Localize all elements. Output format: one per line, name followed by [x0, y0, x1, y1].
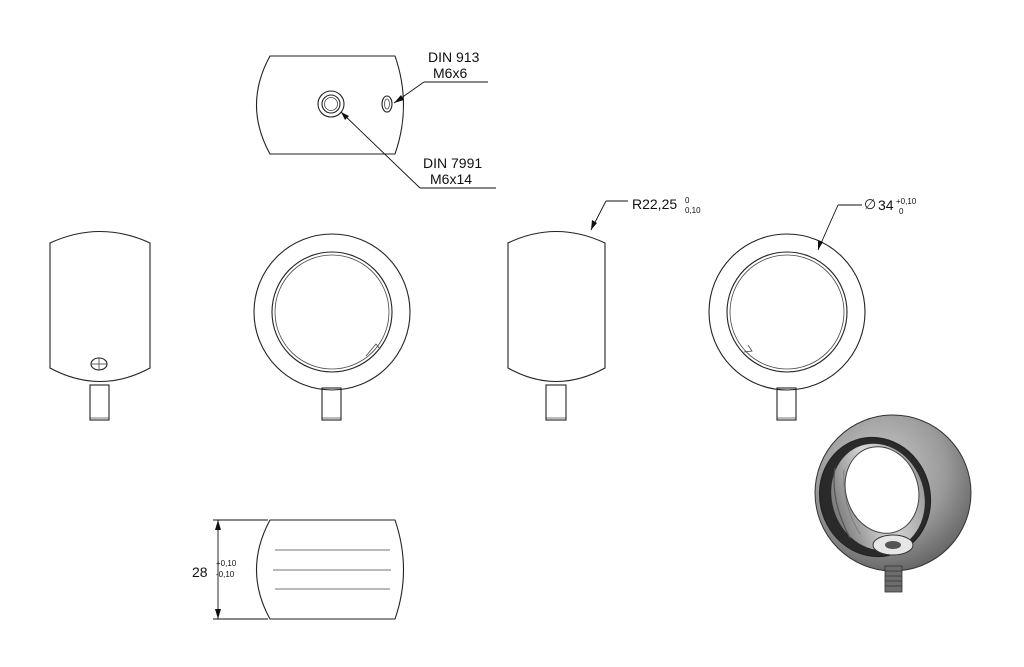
radius-label: R22,25 [632, 196, 677, 212]
set-screw-symbol [381, 95, 393, 113]
din913-label: DIN 913 [428, 49, 480, 65]
radius-tol-lower: 0,10 [685, 206, 701, 215]
countersunk-screw-symbol [317, 90, 345, 118]
front-view-right [708, 204, 866, 421]
diameter-tol-lower: 0 [899, 207, 904, 216]
front-view [253, 233, 411, 421]
width-tol-lower: -0,10 [216, 570, 235, 579]
bottom-view [213, 519, 404, 620]
side-view-right [507, 200, 628, 421]
width-label: 28 [192, 564, 208, 580]
din913-size-label: M6x6 [433, 65, 467, 81]
side-view-left [49, 231, 151, 421]
diameter-symbol: ∅ [864, 196, 876, 212]
diameter-tol-upper: +0,10 [896, 197, 917, 206]
isometric-ball-render [814, 414, 972, 593]
radius-tol-upper: 0 [685, 196, 690, 205]
din7991-size-label: M6x14 [430, 171, 472, 187]
diameter-label: 34 [878, 197, 894, 213]
width-tol-upper: +0,10 [216, 559, 237, 568]
top-view [256, 55, 496, 189]
din7991-label: DIN 7991 [423, 155, 482, 171]
